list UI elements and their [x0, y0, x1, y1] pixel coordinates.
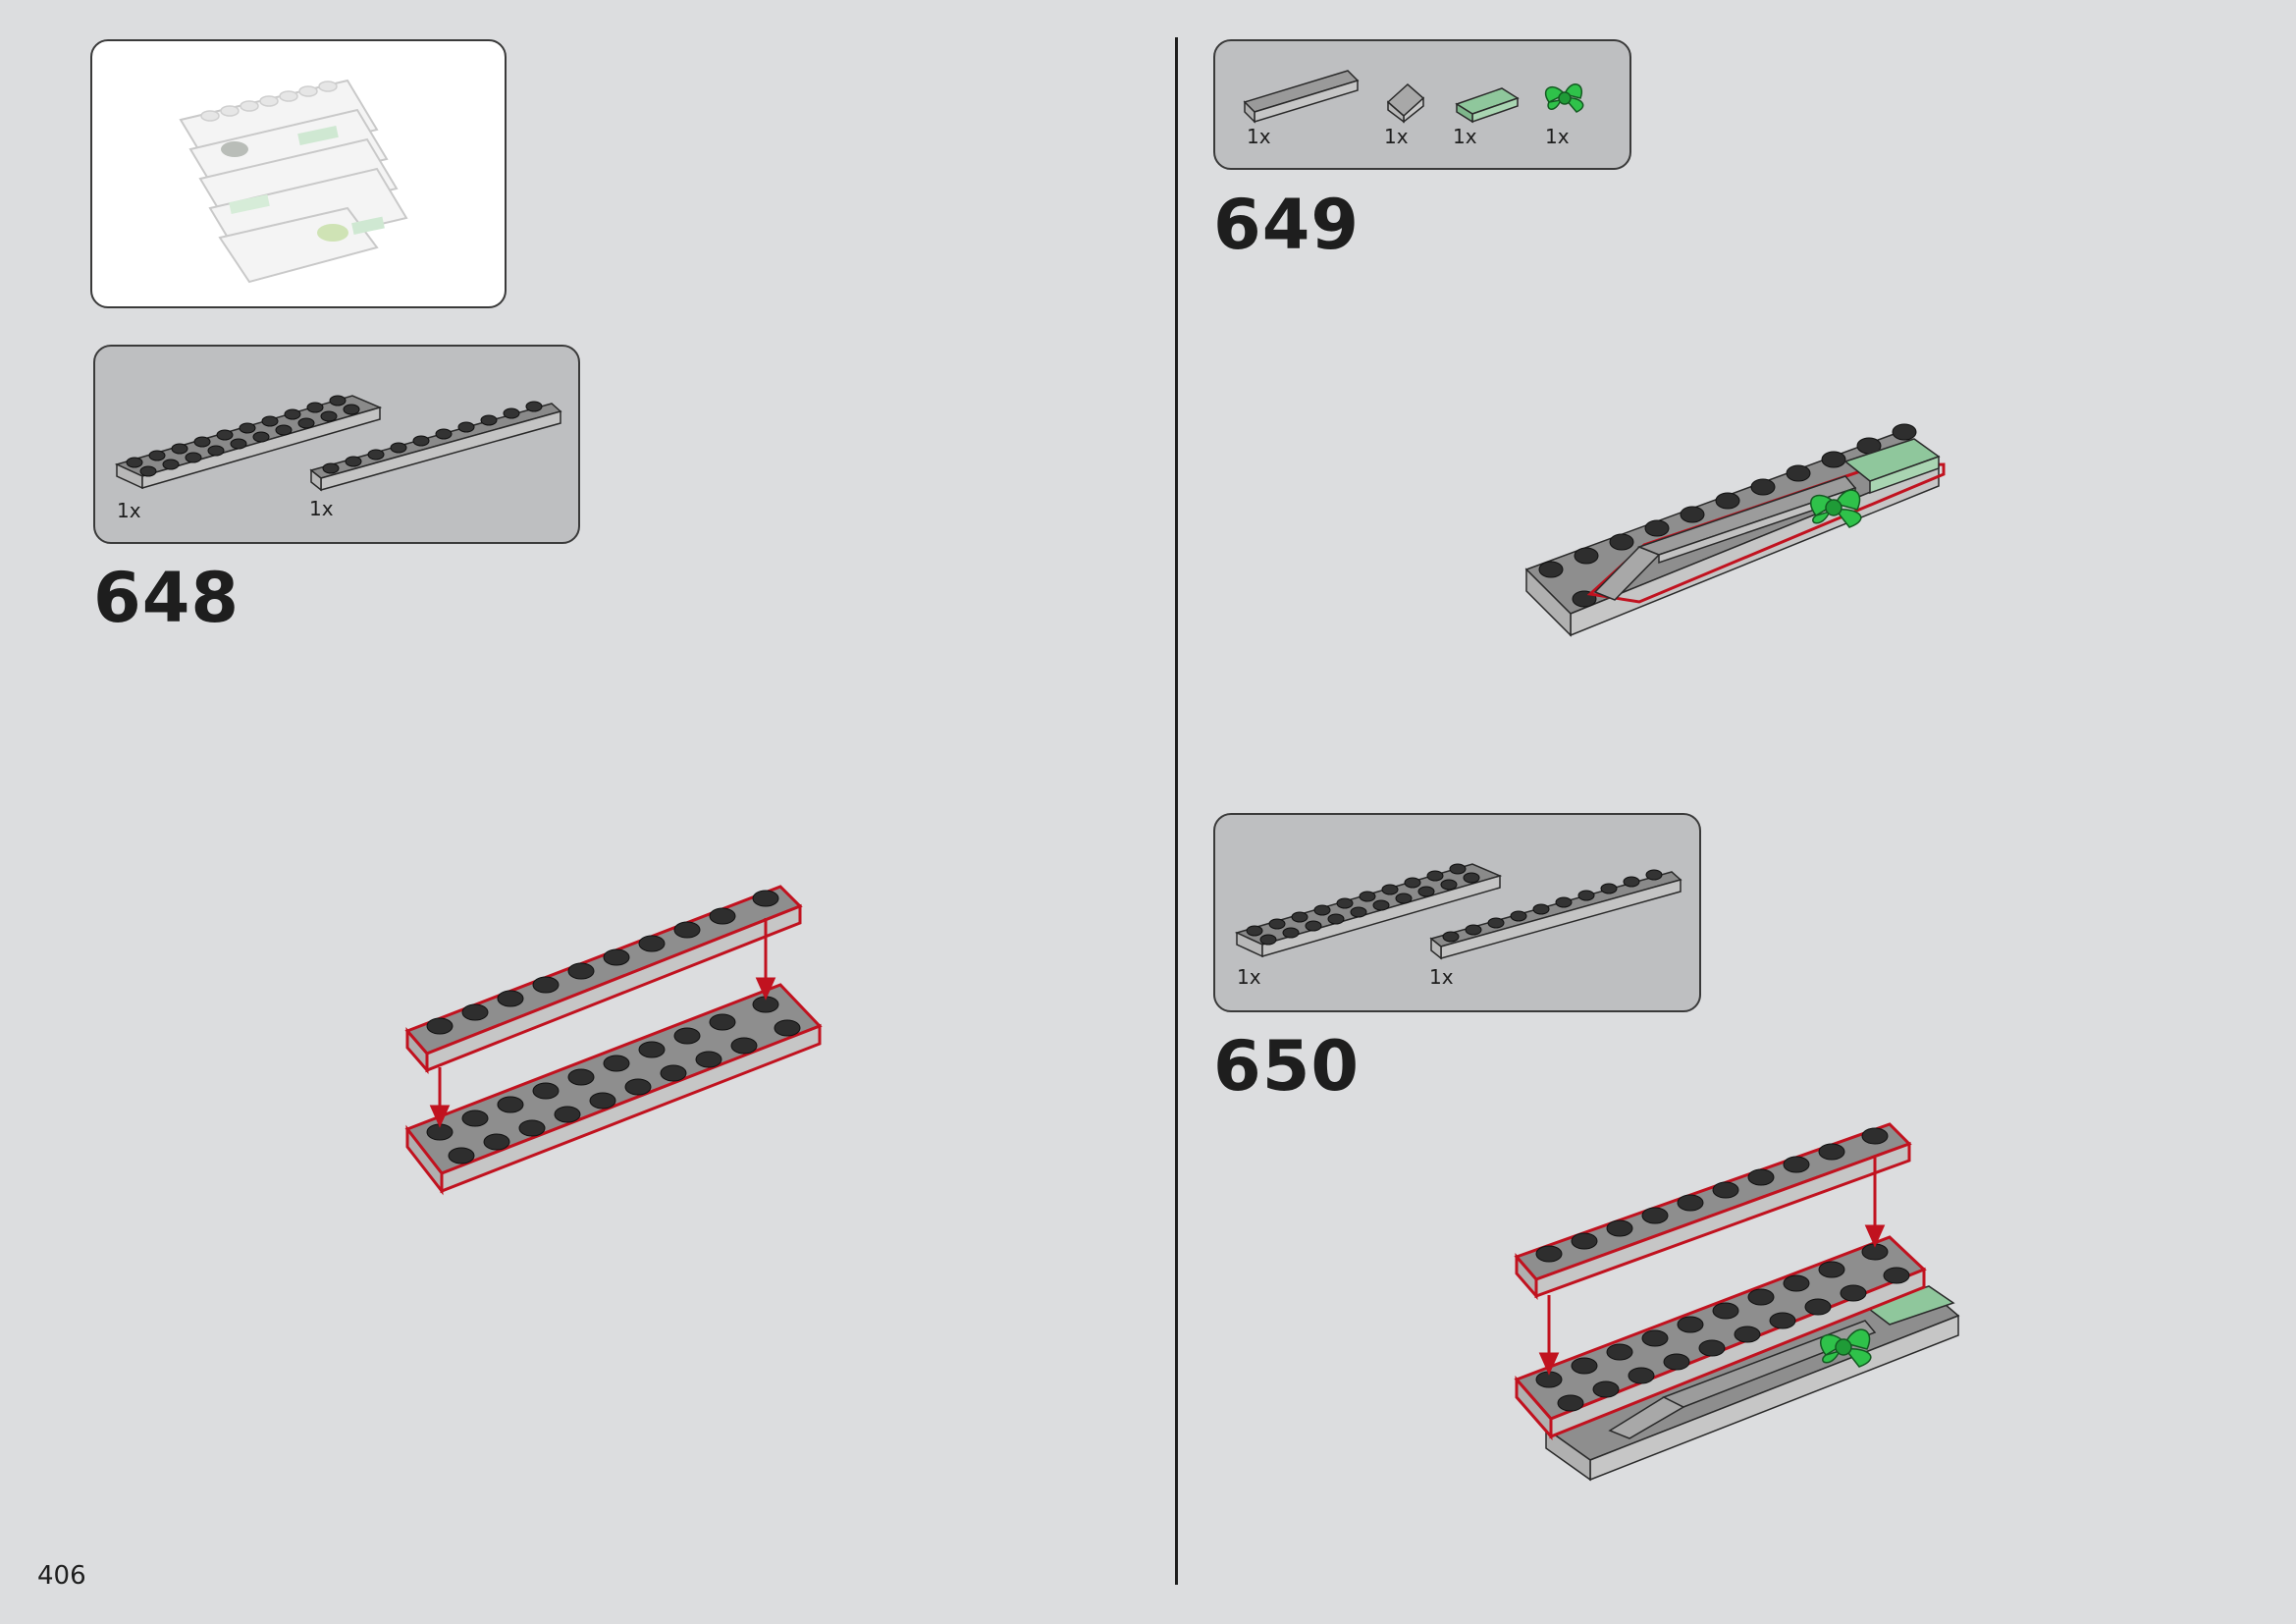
part-quantity: 1x [309, 497, 334, 520]
part-quantity: 1x [117, 499, 141, 522]
step-number-648: 648 [93, 558, 240, 638]
step-number-649: 649 [1213, 185, 1361, 265]
part-quantity: 1x [1429, 965, 1454, 989]
page-divider [1175, 37, 1178, 1585]
plant-leaves-icon [1544, 83, 1584, 113]
tile-1x6-icon [1243, 70, 1360, 124]
step-649-parts-panel: 1x 1x 1x 1x [1213, 39, 1631, 170]
parts-icons [1243, 70, 1584, 124]
part-quantity: 1x [1453, 125, 1477, 148]
step-649-assembly-illustration [1524, 423, 1946, 637]
overview-model-illustration [179, 79, 408, 284]
part-quantity: 1x [1384, 125, 1409, 148]
step-650-parts-panel: 1x 1x [1213, 813, 1701, 1012]
slope-icon [1386, 82, 1425, 124]
tile-1x2-green-icon [1455, 87, 1520, 124]
plate-2x10-icon [1234, 863, 1682, 960]
plate-1x10-icon [1429, 869, 1682, 960]
model-overview-thumbnail [90, 39, 507, 308]
step-648-assembly-illustration [404, 885, 823, 1196]
part-quantity: 1x [1545, 125, 1570, 148]
step-648-parts-panel: 1x 1x [93, 345, 580, 544]
plate-1x10-icon [309, 401, 562, 492]
page-number: 406 [37, 1561, 86, 1591]
part-quantity: 1x [1247, 125, 1271, 148]
part-quantity: 1x [1237, 965, 1261, 989]
step-650-assembly-illustration [1514, 1122, 1960, 1482]
plate-2x10-icon [114, 395, 562, 492]
step-number-650: 650 [1213, 1026, 1361, 1107]
